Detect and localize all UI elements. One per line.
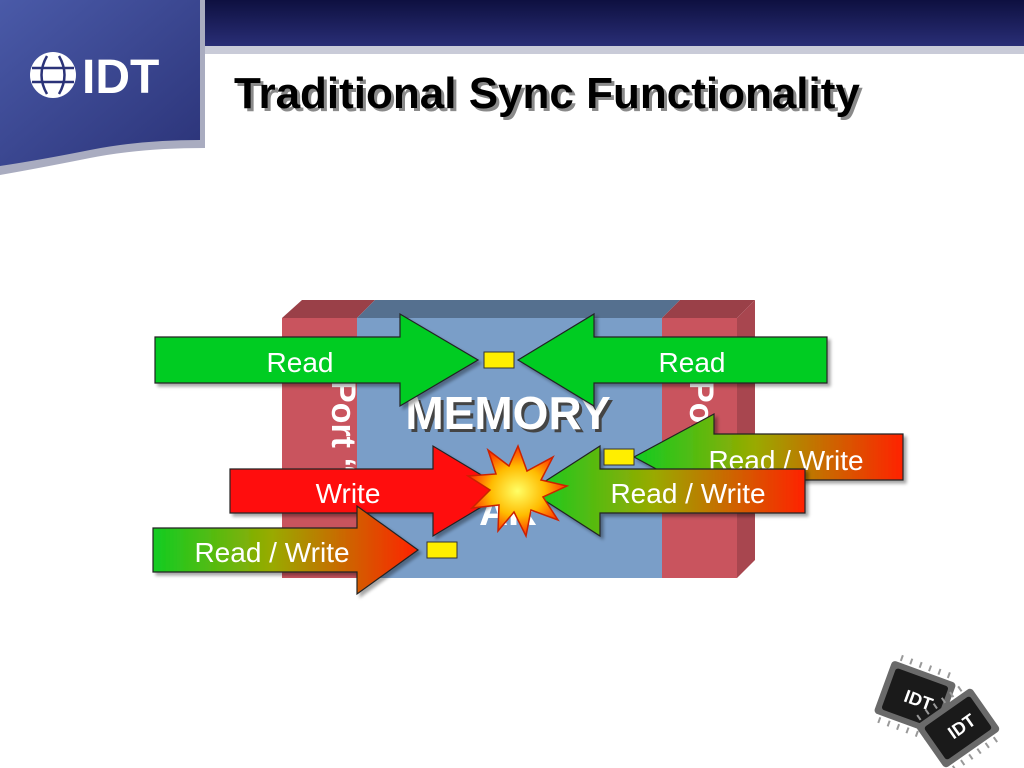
marker-read [483, 351, 515, 369]
page-title-shadow: Traditional Sync Functionality [237, 72, 863, 121]
collision-burst-icon [465, 444, 570, 539]
idt-logo-globe-icon [30, 52, 76, 98]
arrow-read-write-right-lower: Read / Write [528, 444, 806, 538]
chip-1-icon: IDT [874, 654, 956, 741]
port-b-top [662, 300, 755, 318]
logo-panel [0, 0, 200, 166]
arrow-read-write-right-lower-shape [528, 444, 806, 538]
arrow-write-left: Write [229, 444, 510, 538]
arrow-read-write-left: Read / Write [152, 504, 420, 596]
page-title: Traditional Sync Functionality [234, 69, 860, 118]
arrow-read-write-left-label: Read / Write [194, 537, 349, 568]
idt-logo-globe-lines [32, 55, 74, 95]
arrow-read-write-right-lower-label: Read / Write [610, 478, 765, 509]
header-stripe [200, 46, 1024, 54]
arrow-write-left-label: Write [316, 478, 381, 509]
marker-read-write-lower [426, 541, 458, 559]
chip-icons: IDT IDT [874, 654, 1000, 768]
memory-top [357, 300, 680, 318]
arrow-read-right: Read [516, 312, 828, 408]
port-a-top [282, 300, 375, 318]
arrow-read-left-shape [154, 312, 480, 408]
arrow-write-left-shape [229, 444, 510, 538]
logo-text: IDT [82, 51, 159, 104]
idt-logo: IDT [30, 51, 159, 104]
arrow-read-left: Read [154, 312, 480, 408]
arrow-read-right-label: Read [659, 347, 726, 378]
header: IDT Traditional Sync Functionality Tradi… [0, 0, 1024, 175]
chip-2-icon: IDT [916, 685, 1000, 768]
arrow-read-write-left-shape [152, 504, 420, 596]
arrow-read-right-shape [516, 312, 828, 408]
arrow-read-left-label: Read [267, 347, 334, 378]
marker-read-write-upper [603, 448, 635, 466]
memory-label-shadow: MEMORY [408, 390, 613, 442]
